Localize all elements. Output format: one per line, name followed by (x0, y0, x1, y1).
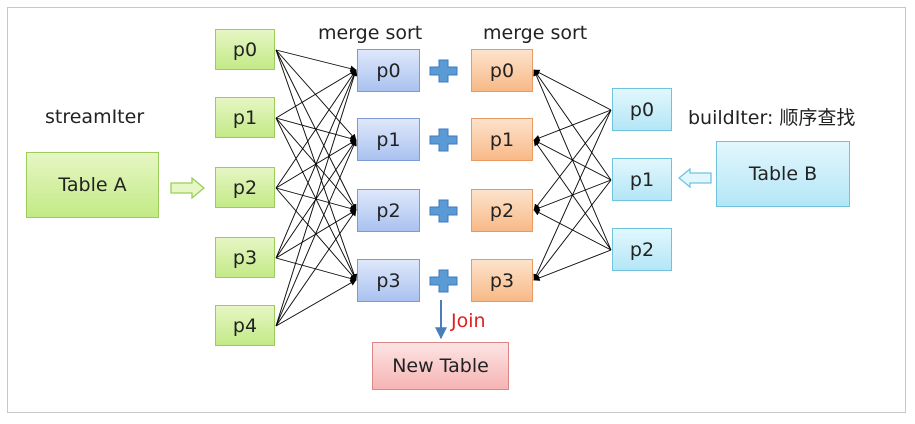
merge-sort-left-label: merge sort (318, 22, 423, 44)
diagram-frame (7, 7, 906, 413)
stream-to-sort-edge (275, 69, 357, 189)
build-to-sort-edge (533, 249, 612, 281)
table-a-node: Table A (26, 152, 159, 218)
sorted-right-label: p1 (489, 128, 515, 151)
left-arrow-icon (678, 168, 712, 188)
stream-to-sort-edge (275, 69, 357, 119)
stream-to-sort-edge (275, 139, 357, 327)
sorted-left-label: p2 (376, 199, 401, 222)
plus-icon (429, 128, 458, 152)
build-partition-label: p2 (629, 238, 655, 261)
sorted-left-p0: p0 (357, 49, 420, 92)
stream-to-sort-edge (275, 49, 357, 72)
stream-to-sort-edge (275, 49, 357, 141)
sorted-right-label: p3 (489, 269, 515, 292)
plus-icon (429, 199, 458, 223)
sorted-right-p2: p2 (471, 189, 533, 232)
build-to-sort-edge (533, 209, 612, 251)
stream-to-sort-edge (275, 49, 357, 211)
stream-partition-p4: p4 (215, 305, 275, 346)
plus-icon (429, 269, 458, 293)
sorted-right-p1: p1 (471, 118, 533, 161)
table-b-node: Table B (716, 141, 850, 207)
stream-partition-label: p0 (232, 38, 258, 61)
build-iter-label: buildIter: 顺序查找 (688, 107, 856, 129)
sorted-left-p2: p2 (357, 189, 420, 232)
table-b-label: Table B (748, 163, 818, 185)
stream-iter-label: streamIter (45, 106, 145, 128)
sorted-right-p3: p3 (471, 259, 533, 302)
stream-partition-label: p3 (232, 246, 258, 269)
stream-partition-label: p4 (232, 314, 258, 337)
stream-partition-label: p2 (232, 176, 258, 199)
stream-to-sort-edge (275, 279, 357, 327)
sorted-right-p0: p0 (471, 49, 533, 92)
sorted-left-label: p3 (376, 269, 401, 292)
stream-to-sort-edge (275, 69, 358, 327)
sorted-left-label: p1 (376, 128, 401, 151)
sorted-right-label: p2 (489, 199, 515, 222)
stream-to-sort-edge (275, 69, 357, 259)
sorted-left-p3: p3 (357, 259, 420, 302)
build-to-sort-edge (533, 69, 612, 251)
right-arrow-icon (170, 177, 206, 199)
join-label: Join (451, 310, 486, 332)
build-to-sort-edge (533, 69, 612, 111)
build-partition-label: p1 (629, 168, 655, 191)
sorted-left-label: p0 (376, 59, 401, 82)
new-table-label: New Table (392, 355, 489, 377)
plus-icon (429, 59, 458, 83)
merge-sort-right-label: merge sort (483, 22, 588, 44)
build-to-sort-edge (533, 139, 612, 251)
stream-partition-p1: p1 (215, 97, 275, 138)
build-partition-p0: p0 (612, 88, 672, 131)
new-table-node: New Table (372, 342, 509, 390)
stream-to-sort-edge (275, 209, 357, 327)
build-partition-p2: p2 (612, 228, 672, 271)
build-partition-p1: p1 (612, 158, 672, 201)
build-partition-label: p0 (629, 98, 655, 121)
stream-partition-label: p1 (232, 106, 258, 129)
table-a-label: Table A (58, 174, 127, 196)
build-to-sort-edge (533, 69, 612, 181)
sorted-left-p1: p1 (357, 118, 420, 161)
stream-partition-p2: p2 (215, 167, 275, 208)
sorted-right-label: p0 (489, 59, 515, 82)
stream-partition-p3: p3 (215, 237, 275, 278)
stream-partition-p0: p0 (215, 29, 275, 70)
stream-to-sort-edge (275, 257, 357, 282)
